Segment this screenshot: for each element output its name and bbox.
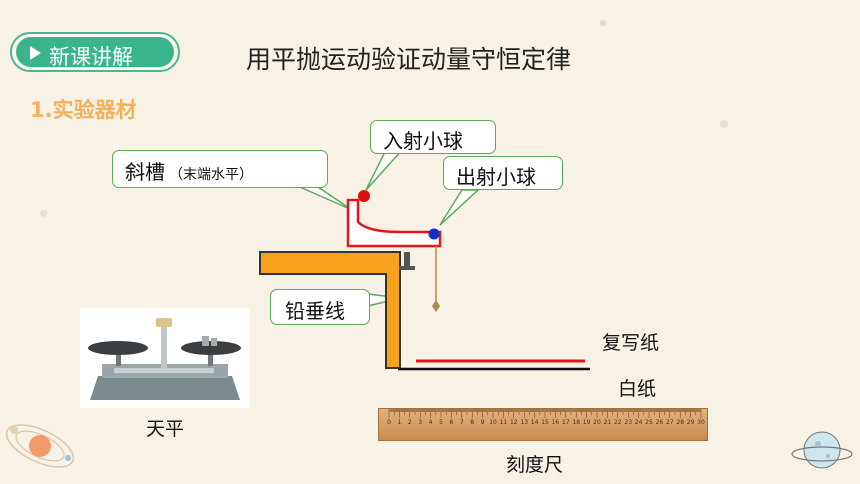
background-dot	[40, 210, 47, 217]
target-ball-label: 出射小球	[456, 165, 536, 189]
ruler-tick-label: 19	[583, 419, 591, 426]
ruler-tick-label: 26	[656, 419, 664, 426]
chute-note: （末端水平）	[169, 167, 253, 183]
incident-ball-label: 入射小球	[383, 129, 463, 153]
target-callout-pointer	[439, 189, 480, 226]
ruler-tick-label: 1	[397, 419, 401, 426]
incident-ball-callout: 入射小球	[370, 120, 496, 154]
balance-icon	[88, 318, 241, 400]
ruler-tick-label: 4	[429, 419, 433, 426]
play-triangle-icon	[30, 46, 41, 60]
ruler-tick-label: 15	[541, 419, 549, 426]
target-ball	[428, 228, 440, 240]
planet-decoration	[791, 431, 853, 469]
solar-system-decoration	[5, 424, 75, 468]
section-label: 新课讲解	[49, 45, 133, 69]
background-dot	[600, 20, 606, 26]
plumb-line-callout: 铅垂线	[270, 289, 370, 325]
ruler-tick-label: 11	[500, 419, 508, 426]
plumb-bob	[432, 300, 440, 312]
ruler-tick-label: 2	[408, 419, 412, 426]
background-dot	[720, 120, 728, 128]
ruler-tick-label: 10	[489, 419, 497, 426]
chute-callout-pointer	[299, 186, 353, 211]
clamp-handle	[399, 266, 415, 270]
ruler-tick-label: 13	[520, 419, 528, 426]
clamp	[404, 252, 410, 266]
incident-ball	[358, 190, 370, 202]
ruler-tick-label: 12	[510, 419, 518, 426]
chute-label: 斜槽	[125, 160, 165, 184]
target-ball-callout: 出射小球	[443, 156, 563, 190]
chute-shape	[346, 198, 442, 248]
incident-callout-pointer	[365, 149, 404, 191]
carbon-paper-label: 复写纸	[602, 332, 660, 354]
ruler-tick-label: 16	[552, 419, 560, 426]
ruler-label: 刻度尺	[506, 454, 564, 476]
balance-label: 天平	[146, 418, 185, 440]
ruler-tick-label: 9	[481, 419, 485, 426]
ruler-tick-label: 23	[624, 419, 632, 426]
ruler-tick-label: 17	[562, 419, 570, 426]
ruler-tick-label: 20	[593, 419, 601, 426]
ruler-tick-label: 18	[572, 419, 580, 426]
white-paper-label: 白纸	[618, 378, 657, 400]
ruler-tick-label: 24	[635, 419, 643, 426]
plumb-line-label: 铅垂线	[285, 299, 345, 323]
section-subtitle: 1.实验器材	[30, 98, 137, 122]
ruler-tick-label: 28	[676, 419, 684, 426]
ruler-tick-label: 27	[666, 419, 674, 426]
ruler-tick-label: 5	[439, 419, 443, 426]
ruler-tick-label: 0	[387, 419, 391, 426]
ruler-tick-label: 22	[614, 419, 622, 426]
ruler-tick-label: 14	[531, 419, 539, 426]
ruler-tick-label: 25	[645, 419, 653, 426]
balance-image	[80, 308, 250, 408]
chute-callout: 斜槽（末端水平）	[112, 150, 328, 188]
section-badge: 新课讲解	[10, 32, 180, 72]
ruler-tick-label: 29	[687, 419, 695, 426]
ruler-tick-label: 7	[460, 419, 464, 426]
ruler-tick-label: 8	[470, 419, 474, 426]
ruler-tick-label: 21	[604, 419, 612, 426]
ruler-tick-label: 6	[449, 419, 453, 426]
ruler-tick-label: 30	[697, 419, 705, 426]
page-title: 用平抛运动验证动量守恒定律	[246, 45, 572, 74]
table-shape	[259, 251, 401, 369]
ruler-tick-label: 3	[418, 419, 422, 426]
